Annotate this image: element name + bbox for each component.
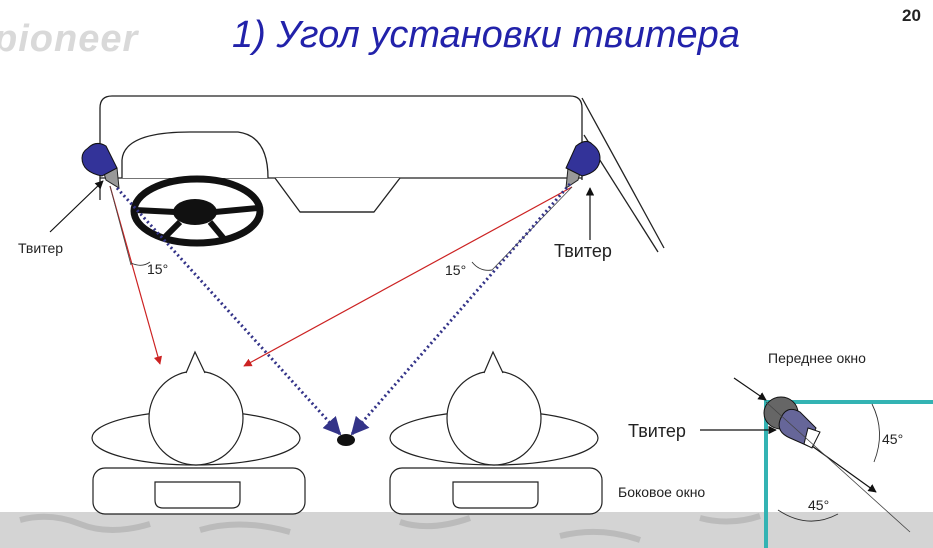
window-corner-inset [700,377,933,548]
page-title: 1) Угол установки твитера [232,14,740,56]
front-window-label: Переднее окно [768,350,866,366]
pioneer-logo: pioneer [0,18,139,60]
left-angle-arc [130,261,151,266]
right-seat-occupant [389,350,603,515]
angle-label-left: 15° [147,261,169,277]
angle-label-inset-top: 45° [882,431,904,447]
steering-wheel [130,175,264,247]
angle-label-right: 15° [445,262,467,278]
side-window-label: Боковое окно [618,484,706,500]
angle-label-inset-bottom: 45° [808,497,830,513]
right-tweeter-red-line [243,186,573,367]
tweeter-label-inset: Твитер [628,421,686,441]
right-tweeter-icon [565,140,601,190]
tweeter-label-right: Твитер [554,241,612,261]
left-reference-line [109,185,132,266]
left-seat-occupant [91,350,306,515]
tweeter-label-left: Твитер [18,240,64,256]
page-number: 20 [902,6,921,25]
left-tweeter-red-line [109,185,162,365]
tweeter-left-pointer [49,180,104,233]
right-dotted-line [350,183,572,436]
left-tweeter-icon [81,142,120,189]
dashboard [99,95,665,253]
left-dotted-line [115,186,342,436]
right-angle-arc [471,261,493,271]
footer-texture [0,512,933,548]
focal-point [337,434,355,446]
